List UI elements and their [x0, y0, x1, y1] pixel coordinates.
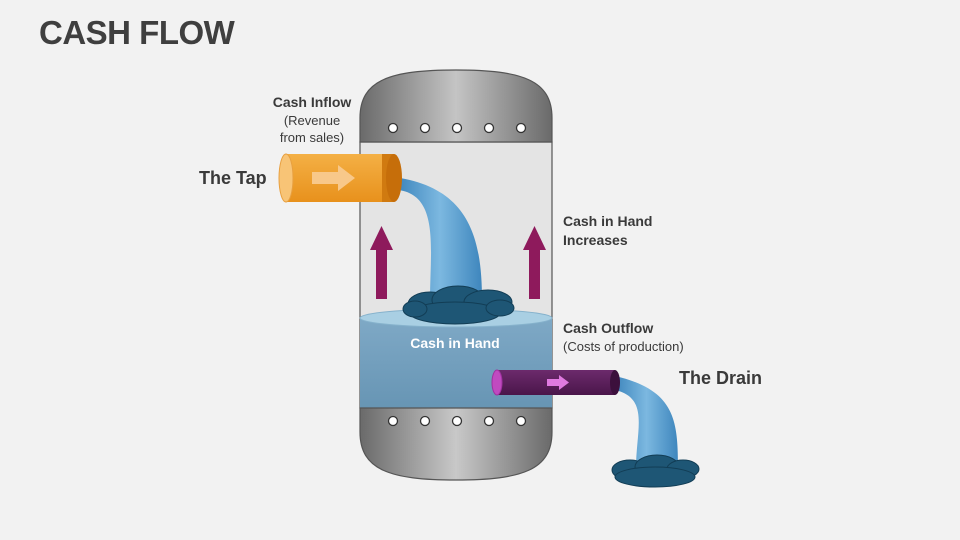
bottom-rivets: [387, 415, 527, 427]
cash-inflow-detail-1: (Revenue: [283, 113, 341, 128]
cash-inflow-detail-2: from sales): [279, 130, 345, 145]
cash-inflow-label: Cash Inflow (Revenue from sales): [258, 93, 366, 146]
page-title: CASH FLOW: [39, 14, 235, 51]
top-rivets: [387, 122, 527, 134]
cash-in-hand-label: Cash in Hand: [410, 335, 500, 351]
tank-top-cap: [359, 69, 553, 143]
cash-outflow-detail: (Costs of production): [563, 339, 684, 354]
drain-label: The Drain: [679, 368, 763, 388]
tap-flow-arrow-icon: [312, 165, 355, 191]
tap-pipe: [278, 153, 402, 203]
inflow-splash: [402, 285, 515, 325]
up-arrow-icon: [370, 226, 393, 299]
cash-increase-line-1: Cash in Hand: [563, 213, 653, 229]
cash-inflow-heading: Cash Inflow: [272, 94, 352, 110]
up-arrow-icon: [523, 226, 546, 299]
drain-pipe: [491, 369, 620, 396]
cash-outflow-heading: Cash Outflow: [563, 320, 654, 336]
drain-stream: [615, 376, 678, 468]
cash-increase-label: Cash in Hand Increases: [563, 212, 652, 250]
drain-splash: [611, 454, 700, 488]
drain-flow-arrow-icon: [547, 375, 569, 390]
cash-outflow-label: Cash Outflow (Costs of production): [563, 319, 684, 355]
cash-increase-line-2: Increases: [563, 232, 628, 248]
tank-bottom-cap: [359, 407, 553, 481]
inflow-stream: [398, 178, 482, 300]
tap-label: The Tap: [199, 168, 267, 188]
